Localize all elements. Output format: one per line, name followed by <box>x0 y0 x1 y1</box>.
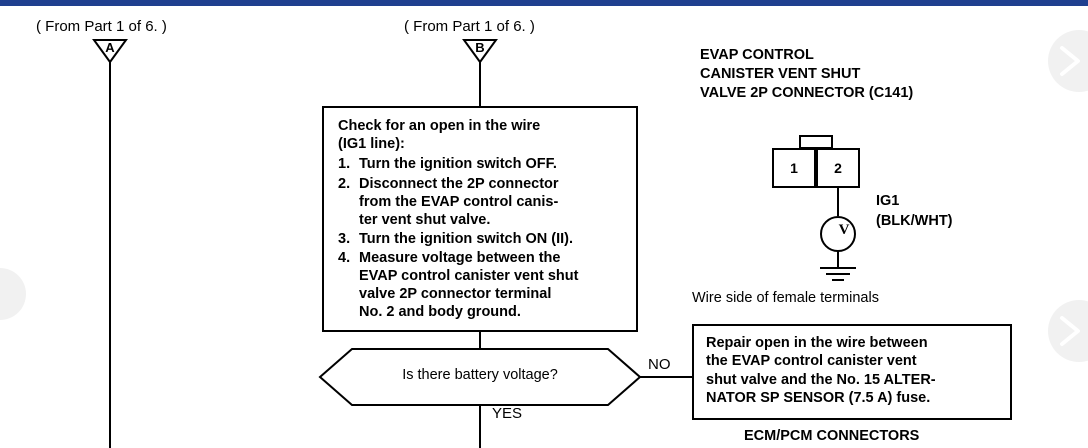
repair-line: the EVAP control canister vent <box>706 353 917 370</box>
scroll-right-button-top[interactable] <box>1048 30 1088 92</box>
step-number: 4. <box>338 250 351 266</box>
offpage-connector-b-letter: B <box>475 40 485 55</box>
step-line: from the EVAP control canis- <box>359 193 559 210</box>
step-number: 1. <box>338 156 351 173</box>
connector-title: EVAP CONTROL CANISTER VENT SHUT VALVE 2P… <box>700 46 913 103</box>
from-part-label-b: ( From Part 1 of 6. ) <box>404 18 535 35</box>
step-line: EVAP control canister vent shut <box>359 268 579 285</box>
decision-question: Is there battery voltage? <box>402 367 558 383</box>
ecm-pcm-connectors-title: ECM/PCM CONNECTORS <box>744 428 920 444</box>
offpage-connector-a-letter: A <box>105 40 115 55</box>
step-line: Measure voltage between the <box>359 250 561 266</box>
ig1-wire-label: IG1 (BLK/WHT) <box>876 192 953 231</box>
repair-line: Repair open in the wire between <box>706 335 928 351</box>
step-number: 3. <box>338 230 351 247</box>
chevron-right-icon <box>1060 46 1080 76</box>
step-line: Disconnect the 2P connector <box>359 175 559 192</box>
connector-pin-1: 1 <box>772 148 816 188</box>
voltmeter-symbol-label: V <box>838 222 850 238</box>
step-text: Measure voltage between the EVAP control… <box>359 249 624 322</box>
step-text: Turn the ignition switch OFF. <box>359 155 624 173</box>
procedure-step: 2. Disconnect the 2P connector from the … <box>338 175 624 229</box>
connector-title-line: EVAP CONTROL <box>700 47 814 63</box>
step-line: No. 2 and body ground. <box>359 304 521 321</box>
ig1-wire-color: (BLK/WHT) <box>876 212 953 229</box>
chevron-right-icon <box>1060 316 1080 346</box>
wire-side-note: Wire side of female terminals <box>692 290 879 306</box>
step-line: ter vent shut valve. <box>359 211 491 228</box>
connector-title-line: CANISTER VENT SHUT <box>700 66 861 83</box>
step-line: valve 2P connector terminal <box>359 286 552 303</box>
step-text: Disconnect the 2P connector from the EVA… <box>359 175 624 229</box>
from-part-label-a: ( From Part 1 of 6. ) <box>36 18 167 35</box>
decision-branch-yes-label: YES <box>492 405 523 422</box>
decision-branch-no-label: NO <box>648 356 671 373</box>
procedure-title-line1: Check for an open in the wire <box>338 118 541 134</box>
ig1-signal-name: IG1 <box>876 193 900 209</box>
repair-line: shut valve and the No. 15 ALTER- <box>706 371 936 388</box>
procedure-step: 4. Measure voltage between the EVAP cont… <box>338 249 624 322</box>
repair-action-box: Repair open in the wire between the EVAP… <box>692 324 1012 420</box>
scroll-left-circle[interactable] <box>0 268 26 320</box>
scroll-right-button-bottom[interactable] <box>1048 300 1088 362</box>
procedure-box: Check for an open in the wire (IG1 line)… <box>322 106 638 332</box>
repair-line: NATOR SP SENSOR (7.5 A) fuse. <box>706 389 931 406</box>
procedure-step-list: 1. Turn the ignition switch OFF. 2. Disc… <box>338 155 624 321</box>
window-titlebar-strip <box>0 0 1088 6</box>
procedure-step: 3. Turn the ignition switch ON (II). <box>338 230 624 248</box>
procedure-title-line2: (IG1 line): <box>338 135 405 152</box>
connector-pin-2: 2 <box>816 148 860 188</box>
step-line: Turn the ignition switch OFF. <box>359 156 557 173</box>
step-line: Turn the ignition switch ON (II). <box>359 230 573 247</box>
procedure-step: 1. Turn the ignition switch OFF. <box>338 155 624 173</box>
step-text: Turn the ignition switch ON (II). <box>359 230 624 248</box>
connector-title-line: VALVE 2P CONNECTOR (C141) <box>700 85 914 102</box>
procedure-title: Check for an open in the wire (IG1 line)… <box>338 118 624 153</box>
step-number: 2. <box>338 175 351 192</box>
